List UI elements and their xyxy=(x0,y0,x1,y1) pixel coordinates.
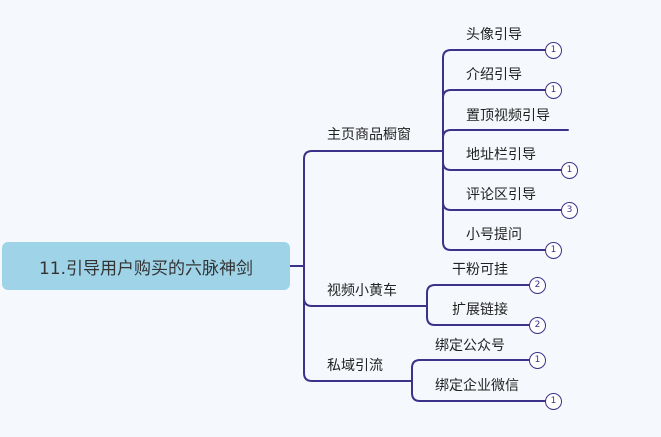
leaf-comment-guide-badge: 3 xyxy=(561,202,578,219)
branch-private-traffic[interactable]: 私域引流 xyxy=(327,358,383,374)
root-label: 11.引导用户购买的六脉神剑 xyxy=(38,258,254,279)
connector-leaf-intro xyxy=(442,89,546,152)
leaf-bind-wecom[interactable]: 绑定企业微信 xyxy=(435,378,519,394)
leaf-pinned-video-guide[interactable]: 置顶视频引导 xyxy=(466,108,550,124)
connector-leaf-drypowder xyxy=(426,284,530,307)
leaf-avatar-guide[interactable]: 头像引导 xyxy=(466,27,522,43)
leaf-bind-official-account[interactable]: 绑定公众号 xyxy=(435,338,505,354)
leaf-dry-powder-hang[interactable]: 干粉可挂 xyxy=(452,262,508,278)
leaf-intro-guide[interactable]: 介绍引导 xyxy=(466,67,522,83)
leaf-address-bar-guide[interactable]: 地址栏引导 xyxy=(466,147,536,163)
leaf-address-bar-guide-badge: 1 xyxy=(561,162,578,179)
leaf-bind-official-account-badge: 1 xyxy=(529,352,546,369)
leaf-extension-link[interactable]: 扩展链接 xyxy=(452,302,508,318)
leaf-avatar-guide-badge: 1 xyxy=(545,42,562,59)
leaf-comment-guide[interactable]: 评论区引导 xyxy=(466,187,536,203)
connector-leaf-avatar xyxy=(442,49,546,152)
leaf-alt-account-question[interactable]: 小号提问 xyxy=(466,227,522,243)
connector-leaf-pinned xyxy=(442,129,569,152)
connector-leaf-official xyxy=(411,359,530,382)
branch-homepage-showcase[interactable]: 主页商品橱窗 xyxy=(327,127,411,143)
branch-video-cart[interactable]: 视频小黄车 xyxy=(327,283,397,299)
leaf-dry-powder-hang-badge: 2 xyxy=(529,277,546,294)
connector-leaf-extension xyxy=(426,305,530,326)
connector-branch-2 xyxy=(303,265,413,382)
leaf-extension-link-badge: 2 xyxy=(529,317,546,334)
leaf-alt-account-question-badge: 1 xyxy=(545,242,562,259)
leaf-bind-wecom-badge: 1 xyxy=(545,393,562,410)
connector-leaf-altaccount xyxy=(442,150,546,251)
root-node[interactable]: 11.引导用户购买的六脉神剑 xyxy=(2,242,290,290)
leaf-intro-guide-badge: 1 xyxy=(545,82,562,99)
connector-branch-0 xyxy=(303,150,444,267)
connector-leaf-wecom xyxy=(411,380,546,402)
